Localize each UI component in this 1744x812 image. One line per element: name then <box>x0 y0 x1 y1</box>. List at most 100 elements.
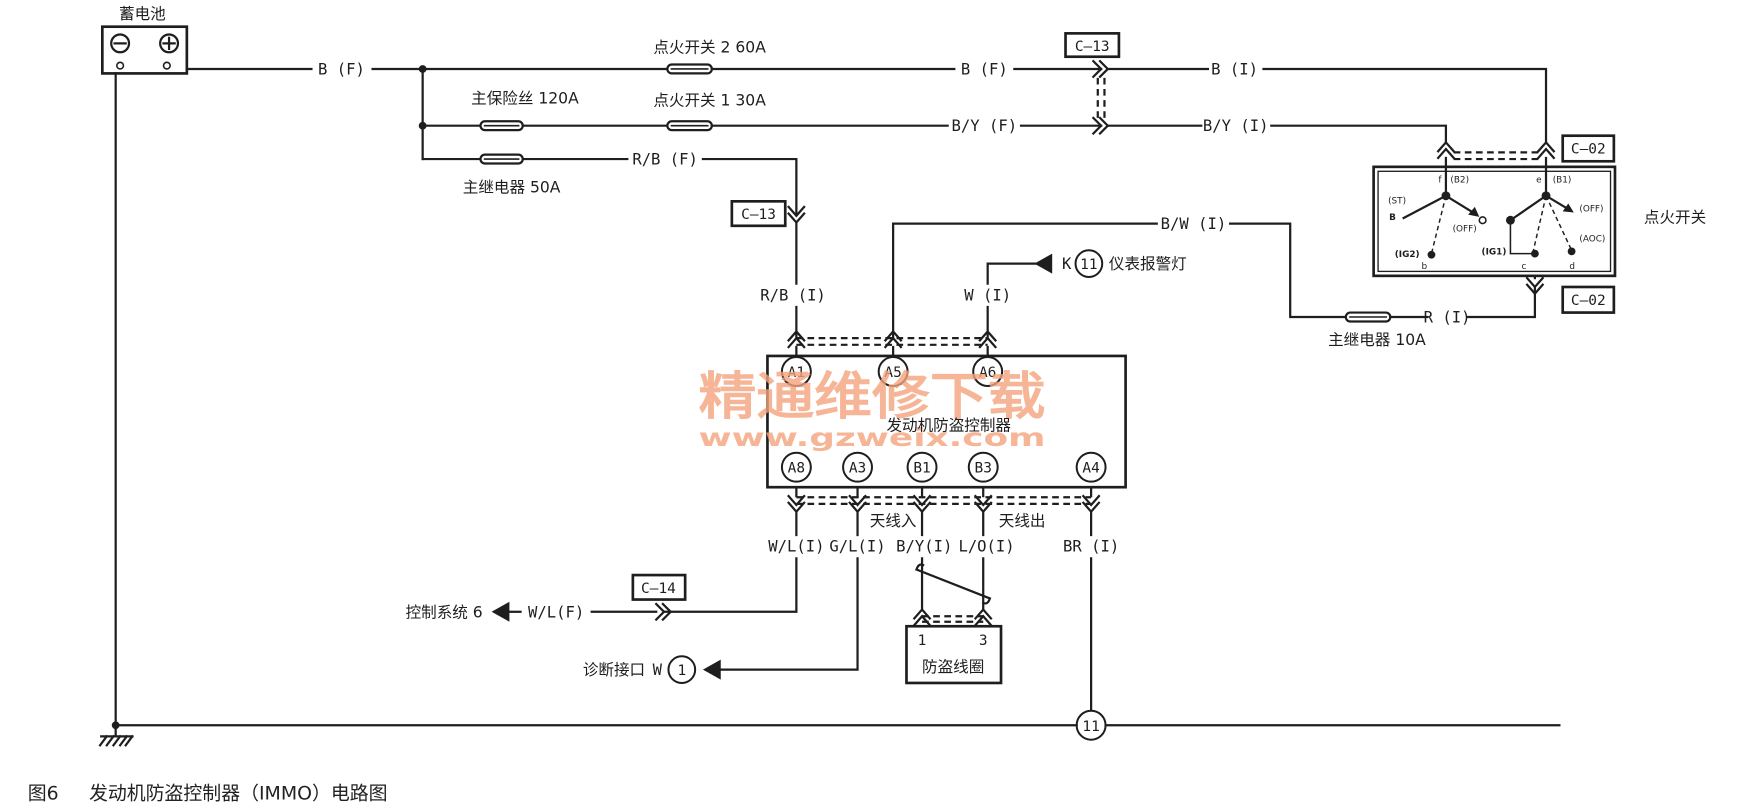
connector-label-c02-top: C—02 <box>1571 142 1606 158</box>
antitheft-coil: 1 3 防盗线圈 <box>905 624 1003 685</box>
coil-body <box>905 624 1003 685</box>
controller-label: 发动机防盗控制器 <box>886 416 1011 434</box>
pin-label: A1 <box>788 365 805 381</box>
wire-label-relay-out: R/B (F) <box>632 151 698 169</box>
wire-label-b1: B/Y(I) <box>896 538 952 556</box>
connector-link-dashed <box>1453 151 1539 161</box>
fuse-ig2-icon <box>666 63 713 75</box>
connector-link-dashed <box>796 337 988 346</box>
controller-pin-a3: A3 <box>842 451 874 483</box>
switch-contact-d <box>1567 247 1576 256</box>
arrow-head-icon <box>1562 203 1574 213</box>
warning-lamp-number: 11 <box>1080 257 1097 273</box>
switch-position-st: (ST) <box>1388 197 1406 207</box>
controller-body <box>766 354 1127 489</box>
wire-label-ig1-out: B/Y (F) <box>952 117 1018 135</box>
wire-label-ig2-in: B (I) <box>1211 61 1258 79</box>
arrow-head-icon <box>1468 206 1480 217</box>
wire-antenna-pair: B/Y(I) L/O(I) <box>896 510 1015 627</box>
pin-label: A8 <box>788 461 805 477</box>
wire-label-battery-out: B (F) <box>318 61 365 79</box>
wire-label-a4: BR (I) <box>1063 538 1119 556</box>
connector-double-chevron-icon <box>1536 140 1556 160</box>
controller-pin-b3: B3 <box>967 451 999 483</box>
battery-plus-terminal-icon <box>159 33 180 54</box>
switch-blade-off-right <box>1544 194 1570 211</box>
switch-st-marker: B <box>1389 213 1396 223</box>
wire-label-relay-10-out: R (I) <box>1424 309 1471 327</box>
twisted-pair-marker-icon <box>915 563 992 605</box>
wire-label-a8: W/L(I) <box>768 538 824 556</box>
diagnostic-number: 1 <box>677 663 686 679</box>
immo-controller: A1 A5 A6 精通维修下载 www.gzweix.com 发动机防盗控制器 … <box>698 329 1127 530</box>
wire-ig1-line: 主保险丝 120A 点火开关 1 30A B/Y (F) B/Y (I) <box>421 89 1448 144</box>
connector-c13-left: C—13 <box>730 199 787 228</box>
pin-label: A4 <box>1082 461 1099 477</box>
wire-segment <box>795 486 1093 498</box>
coil-label: 防盗线圈 <box>922 658 984 676</box>
switch-blade-ig1 <box>1508 194 1548 222</box>
wire-a5-line: B/W (I) 主继电器 10A R (I) <box>892 215 1545 349</box>
connector-box <box>1561 285 1616 314</box>
coil-pin-1: 1 <box>918 633 927 649</box>
controller-pin-b1: B1 <box>906 451 938 483</box>
controller-pin-a5: A5 <box>877 356 909 387</box>
control-system-label: 控制系统 6 <box>406 603 483 621</box>
switch-position-ig2: (IG2) <box>1395 250 1420 260</box>
connector-box <box>631 573 687 601</box>
figure-title: 发动机防盗控制器（IMMO）电路图 <box>89 783 388 805</box>
switch-terminal-b: b <box>1421 262 1427 272</box>
diagnostic-circle <box>667 655 697 684</box>
ground-bus <box>98 72 1561 747</box>
switch-position-acc: (AOC) <box>1579 234 1605 244</box>
ground-icon <box>98 724 134 747</box>
wire-segment <box>1262 67 1548 144</box>
controller-pin-a6: A6 <box>972 356 1004 387</box>
ignition-switch: C—02 f (B2) e (B1) (ST) B (OFF) (IG2) b … <box>1372 134 1706 278</box>
switch-terminal-e: e <box>1536 175 1541 185</box>
switch-blade-ig2-dashed <box>1430 195 1447 254</box>
wire-segment <box>892 222 1158 340</box>
switch-terminal-e-name: (B1) <box>1553 175 1572 185</box>
connector-label-c13-left: C—13 <box>741 207 776 223</box>
controller-pin-a4: A4 <box>1075 451 1107 483</box>
wire-a4-line: BR (I) 11 <box>1063 510 1119 741</box>
switch-terminal-d: d <box>1569 262 1575 272</box>
arrow-left-icon <box>702 659 721 680</box>
ignition-switch-inner-border <box>1377 170 1612 273</box>
connector-box <box>1561 134 1616 163</box>
fuse-label-relay-10: 主继电器 10A <box>1328 331 1426 349</box>
diagnostic-label: 诊断接口 <box>583 661 645 679</box>
wire-relay-line: 主继电器 50A R/B (F) R/B (I) <box>421 151 826 340</box>
switch-contact-b <box>1427 250 1436 259</box>
pin-label: A5 <box>884 365 901 381</box>
switch-link-ig1 <box>1509 220 1533 255</box>
fuse-ig1-icon <box>666 120 713 132</box>
fuse-label-relay-50: 主继电器 50A <box>463 178 561 196</box>
fuse-label-main: 主保险丝 120A <box>471 89 579 107</box>
antenna-in-label: 天线入 <box>870 512 917 530</box>
switch-blade-st <box>1402 194 1448 220</box>
fuse-label-ig2: 点火开关 2 60A <box>653 38 766 56</box>
switch-blade-c-dashed <box>1531 195 1547 254</box>
battery: 蓄电池 <box>100 5 189 75</box>
switch-terminal-c: c <box>1522 262 1527 272</box>
switch-position-off-right: (OFF) <box>1579 204 1603 214</box>
diagnostic-code: W <box>653 661 663 679</box>
wire-segment <box>1270 124 1448 144</box>
fuse-main-icon <box>479 120 524 132</box>
pin-label: A3 <box>849 461 866 477</box>
fuse-relay-10-icon <box>1344 311 1392 323</box>
connector-link-dashed <box>796 496 1092 505</box>
switch-blade-d-dashed <box>1545 195 1573 251</box>
warning-lamp-code: K <box>1062 255 1072 273</box>
warning-lamp-label: 仪表报警灯 <box>1109 255 1187 273</box>
fuse-relay-50-icon <box>479 153 524 165</box>
connector-link-dashed <box>922 615 984 623</box>
wire-label-control-system: W/L(F) <box>528 603 584 621</box>
connector-c02-bottom: C—02 <box>1561 285 1616 314</box>
switch-position-off-left: (OFF) <box>1453 224 1477 234</box>
pin-label: B3 <box>975 461 992 477</box>
wire-label-b3: L/O(I) <box>958 538 1014 556</box>
wire-a6-line: W (I) K 11 仪表报警灯 <box>964 249 1187 340</box>
